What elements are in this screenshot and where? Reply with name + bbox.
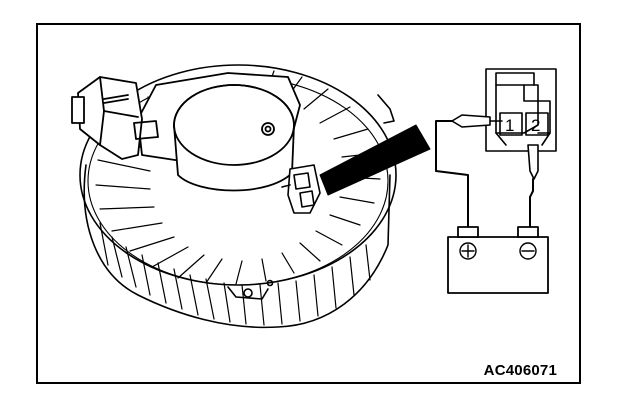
positive-terminal-icon [459, 242, 477, 260]
motor-connector [281, 164, 321, 214]
pin-2-label: 2 [531, 116, 540, 135]
battery [447, 226, 549, 294]
figure-frame: 1 2 AC406071 [36, 23, 581, 384]
blower-motor-diagram: 1 2 [71, 64, 557, 329]
pin-1-label: 1 [505, 116, 514, 135]
callout-wedge [319, 124, 431, 196]
figure-reference-code: AC406071 [483, 362, 557, 379]
negative-terminal-icon [519, 242, 537, 260]
test-leads [435, 114, 539, 228]
motor-body [71, 72, 301, 192]
connector-detail [485, 68, 557, 152]
